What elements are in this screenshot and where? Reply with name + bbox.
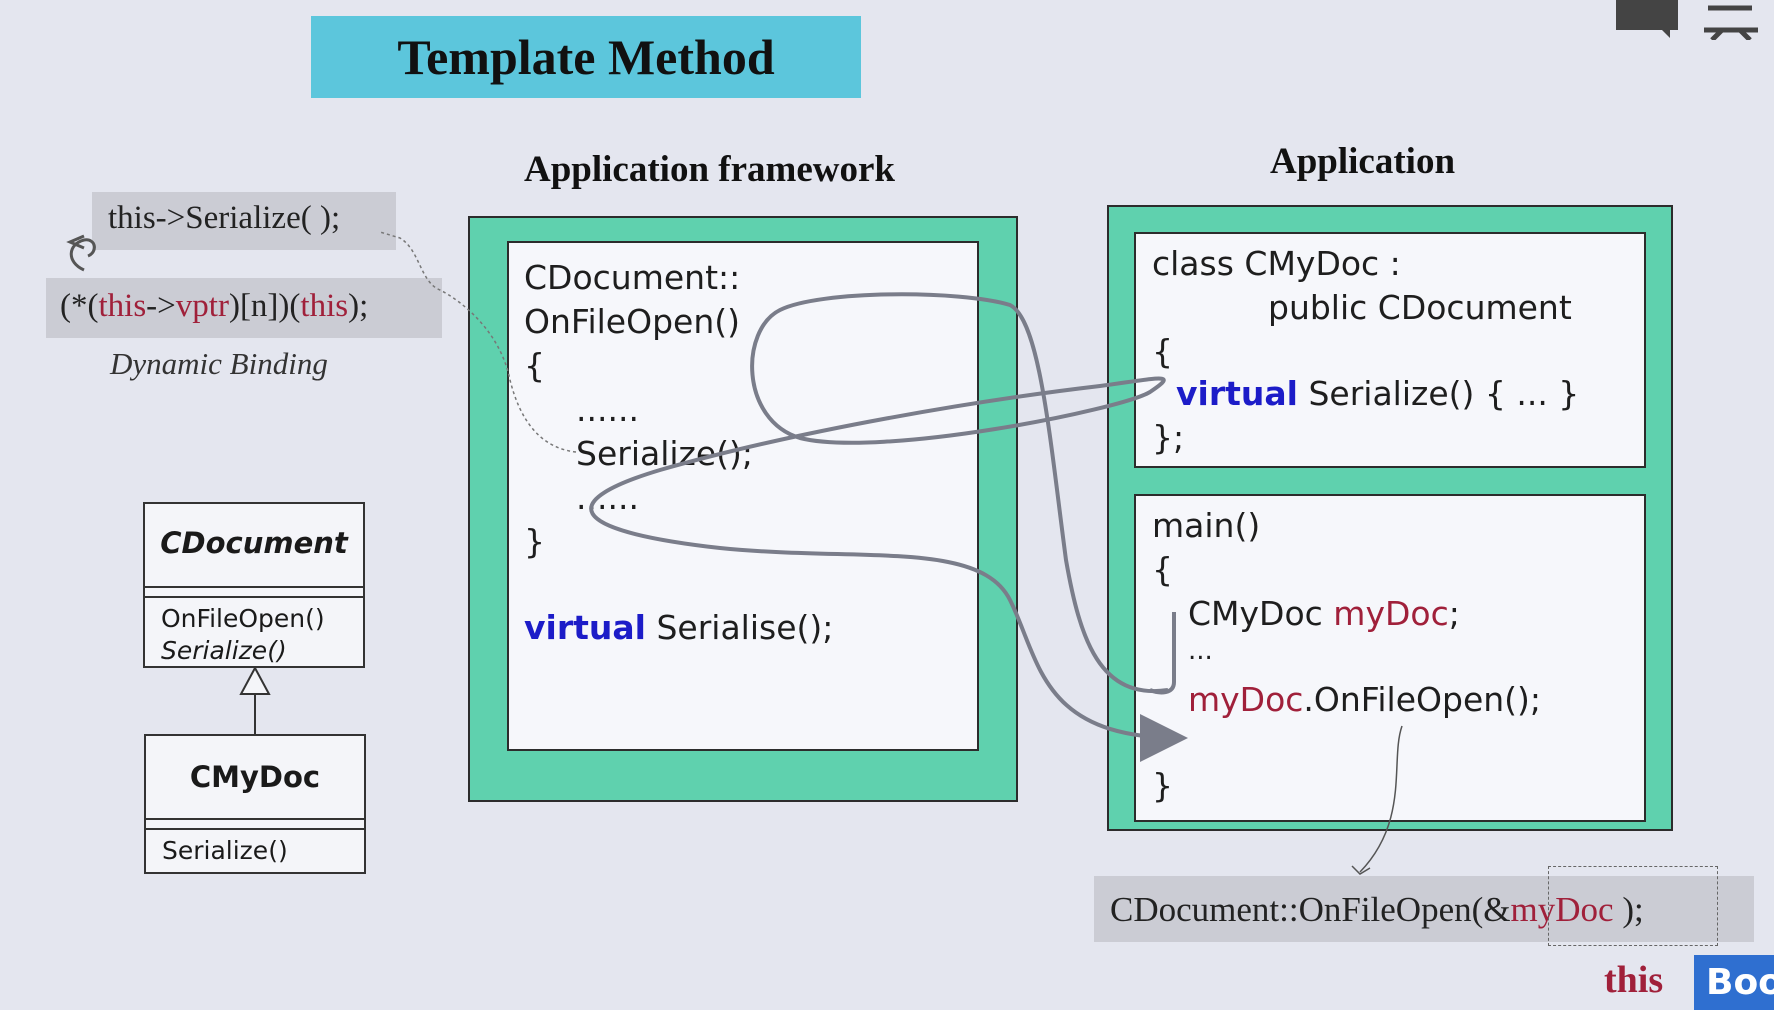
framework-line-4: ......: [576, 390, 639, 429]
main-code-panel: [1134, 494, 1646, 822]
uml-cdocument-class: CDocument OnFileOpen() Serialize(): [143, 502, 365, 668]
framework-code-panel: [507, 241, 979, 751]
vptr-call: (*(this->vptr)[n])(this);: [60, 288, 369, 324]
main-line-1: main(): [1152, 506, 1261, 545]
main-line-close: }: [1152, 766, 1173, 805]
class-line-5: };: [1152, 418, 1185, 457]
class-virtual-serialize: virtual Serialize() { ... }: [1176, 374, 1580, 413]
dynamic-binding-caption: Dynamic Binding: [110, 346, 328, 381]
framework-line-6: ......: [576, 478, 639, 517]
uml-cmydoc-method-1: Serialize(): [162, 836, 288, 865]
curl-arrow-head: [66, 234, 85, 250]
uml-cmydoc-class: CMyDoc Serialize(): [144, 734, 366, 874]
class-code-panel: [1134, 232, 1646, 468]
main-ellipsis: ...: [1188, 636, 1213, 666]
serialize-leader: [379, 231, 577, 453]
framework-line-7: }: [524, 522, 545, 561]
curl-arrow: [69, 238, 96, 272]
flow-main-to-onfileopen: [589, 292, 1188, 762]
class-line-3: {: [1152, 332, 1173, 371]
title-banner: Template Method: [311, 16, 861, 98]
this-badge: this: [1604, 959, 1664, 1001]
expanded-call-box: [1094, 876, 1754, 942]
class-line-1: class CMyDoc :: [1152, 244, 1401, 283]
this-serialize-box: [92, 192, 396, 250]
uml-cmydoc-name: CMyDoc: [189, 760, 321, 794]
uml-cdocument-method-1: OnFileOpen(): [161, 604, 325, 633]
page-title: Template Method: [397, 29, 775, 85]
framework-line-2: OnFileOpen(): [524, 302, 740, 341]
main-decl: CMyDoc myDoc;: [1188, 594, 1460, 633]
expansion-leader: [1359, 725, 1403, 873]
expanded-call: CDocument::OnFileOpen(&myDoc );: [1110, 890, 1644, 929]
book-icon: [1616, 0, 1758, 40]
class-line-2: public CDocument: [1268, 288, 1572, 327]
framework-line-3: {: [524, 346, 545, 385]
flow-decl-hook: [1149, 612, 1176, 695]
application-header: Application: [1270, 141, 1456, 182]
framework-virtual-decl: virtual Serialise();: [524, 608, 834, 647]
uml-cdocument-method-2: Serialize(): [161, 636, 287, 665]
main-line-2: {: [1152, 550, 1173, 589]
framework-header: Application framework: [524, 149, 895, 190]
this-pointer-highlight: [1548, 866, 1718, 946]
vptr-call-box: [46, 278, 442, 338]
uml-cdocument-name: CDocument: [160, 526, 348, 560]
this-serialize-call: this->Serialize( );: [108, 200, 341, 236]
main-onfileopen-call: myDoc.OnFileOpen();: [1188, 680, 1542, 719]
corner-logo-badge: Boo: [1694, 955, 1774, 1010]
framework-line-1: CDocument::: [524, 258, 741, 297]
uml-inheritance-arrow: [239, 666, 271, 736]
expansion-leader-head: [1351, 865, 1371, 875]
